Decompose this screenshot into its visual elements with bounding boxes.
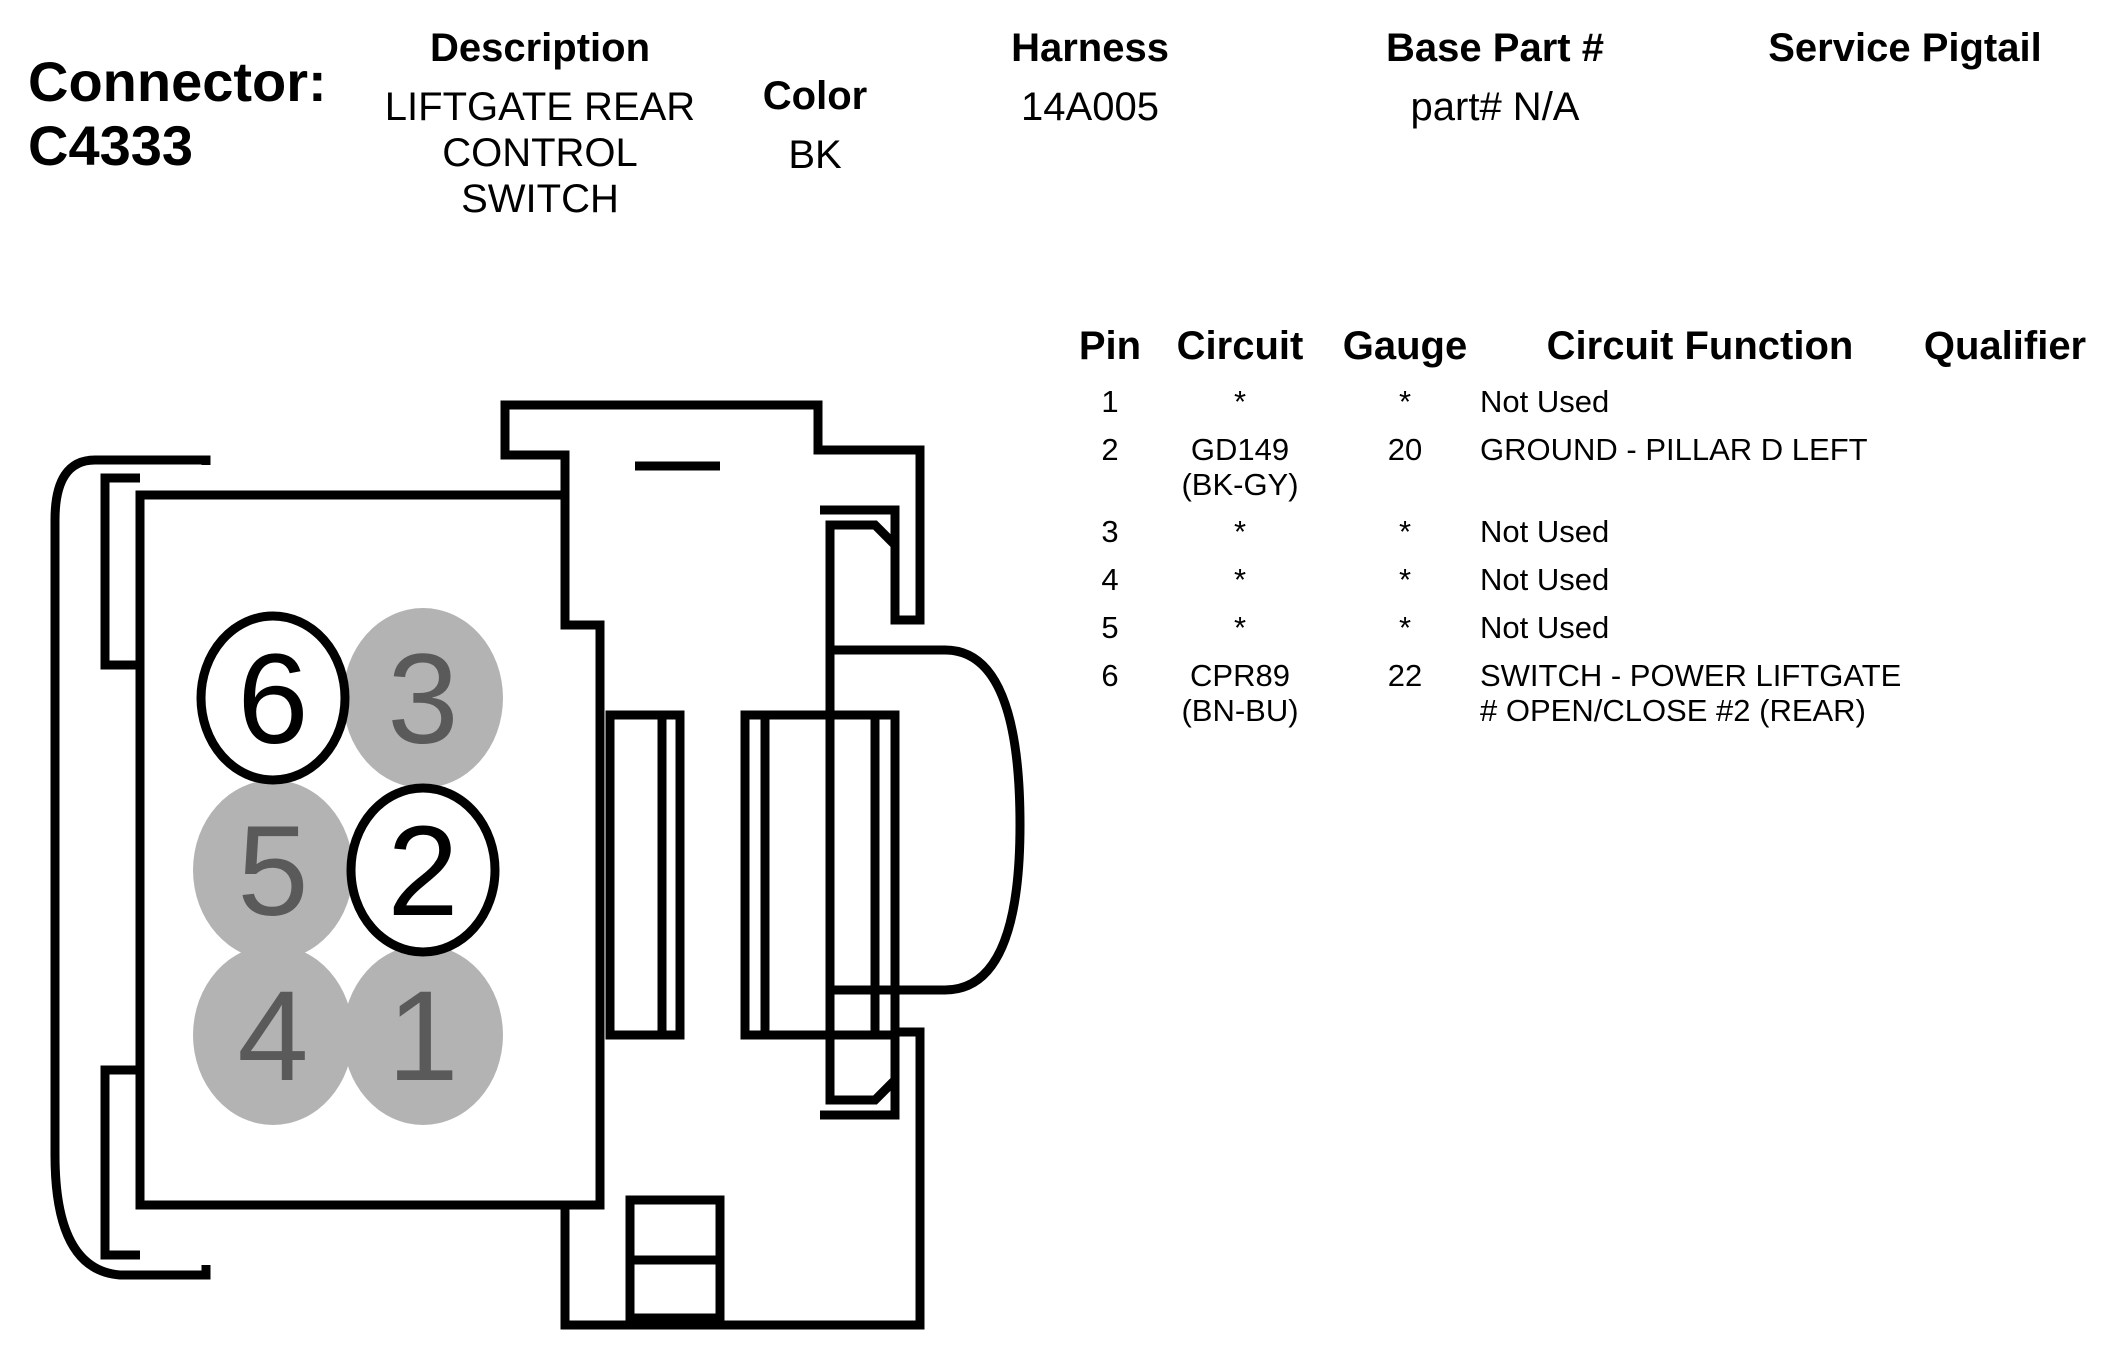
rib-left <box>605 710 685 1040</box>
pin-table: 1 * * Not Used 2 GD149 (BK-GY) 20 GROUND… <box>1060 384 2110 728</box>
description-header: Description <box>429 26 651 70</box>
harness-value: 14A005 <box>1021 85 1159 129</box>
pin-number: 4 <box>237 965 308 1108</box>
pin-number: 5 <box>237 800 308 943</box>
cell-gauge: * <box>1398 384 1412 419</box>
rib-right <box>740 710 900 1040</box>
pin-number: 3 <box>387 628 458 771</box>
column-header-gauge: Gauge <box>1342 324 1468 368</box>
description-line: LIFTGATE REAR <box>384 85 696 129</box>
description-line: SWITCH <box>461 177 619 221</box>
harness-header: Harness <box>1011 26 1169 70</box>
cell-circuit: * <box>1233 562 1247 597</box>
cell-function: Not Used <box>1480 610 1610 645</box>
pin-circle <box>196 611 350 785</box>
cell-function: Not Used <box>1480 514 1610 549</box>
cell-circuit: * <box>1233 610 1247 645</box>
cell-pin: 1 <box>1101 384 1119 419</box>
circuit-line: GD149 <box>1190 432 1290 467</box>
base-part-value: part# N/A <box>1410 85 1580 129</box>
cell-gauge: * <box>1398 514 1412 549</box>
latch-housing-outline <box>500 400 1025 1330</box>
cell-gauge: 22 <box>1387 658 1423 693</box>
circuit-line: (BN-BU) <box>1181 693 1299 728</box>
pin-circle <box>343 945 503 1125</box>
connector-label: Connector: <box>28 50 327 113</box>
color-value: BK <box>788 133 842 177</box>
circuit-line: CPR89 <box>1190 658 1290 693</box>
cell-pin: 2 <box>1101 432 1119 467</box>
cell-function: Not Used <box>1480 562 1610 597</box>
pin-cavity-4: 4 <box>193 945 353 1125</box>
latch-clip-bottom <box>820 1080 900 1120</box>
latch-clip-top <box>820 505 900 545</box>
description-line: CONTROL <box>442 131 638 175</box>
connector-shell-outline <box>50 455 211 1280</box>
cell-circuit: GD149 (BK-GY) <box>1160 432 1320 502</box>
pin-circle <box>193 780 353 960</box>
cell-function: SWITCH - POWER LIFTGATE # OPEN/CLOSE #2 … <box>1480 658 1920 728</box>
pin-cavity-6: 6 <box>196 611 350 785</box>
column-header-circuit: Circuit <box>1176 324 1304 368</box>
connector-title: Connector: C4333 <box>28 50 327 178</box>
circuit-line: (BK-GY) <box>1181 467 1299 502</box>
cell-function: GROUND - PILLAR D LEFT <box>1480 432 1868 467</box>
color-header: Color <box>762 74 868 118</box>
column-header-qualifier: Qualifier <box>1923 324 2087 368</box>
pin-circle <box>193 945 353 1125</box>
description-value: LIFTGATE REAR CONTROL SWITCH <box>350 84 730 222</box>
pin-cavity-1: 1 <box>343 945 503 1125</box>
cell-pin: 5 <box>1101 610 1119 645</box>
column-header-pin: Pin <box>1078 324 1142 368</box>
function-line: SWITCH - POWER LIFTGATE <box>1480 658 1902 693</box>
pin-cavity-3: 3 <box>343 608 503 788</box>
pin-number: 6 <box>237 628 308 771</box>
pin-number: 2 <box>387 800 458 943</box>
base-part-header: Base Part # <box>1386 26 1604 70</box>
connector-shell-inner-bottom <box>100 1065 140 1260</box>
cell-pin: 6 <box>1101 658 1119 693</box>
pin-circle <box>346 783 500 957</box>
column-header-circuit-function: Circuit Function <box>1546 324 1854 368</box>
cell-circuit: * <box>1233 514 1247 549</box>
function-line: # OPEN/CLOSE #2 (REAR) <box>1480 693 1866 728</box>
cell-gauge: 20 <box>1387 432 1423 467</box>
pin-cavity-5: 5 <box>193 780 353 960</box>
connector-id: C4333 <box>28 114 194 177</box>
cell-function: Not Used <box>1480 384 1610 419</box>
cell-gauge: * <box>1398 610 1412 645</box>
cell-gauge: * <box>1398 562 1412 597</box>
pin-cavity-2: 2 <box>346 783 500 957</box>
cell-pin: 3 <box>1101 514 1119 549</box>
service-pigtail-header: Service Pigtail <box>1768 26 2042 70</box>
pin-circle <box>343 608 503 788</box>
pin-number: 1 <box>387 965 458 1108</box>
cell-circuit: * <box>1233 384 1247 419</box>
cell-circuit: CPR89 (BN-BU) <box>1160 658 1320 728</box>
connector-shell-inner-top <box>100 473 140 670</box>
cell-pin: 4 <box>1101 562 1119 597</box>
